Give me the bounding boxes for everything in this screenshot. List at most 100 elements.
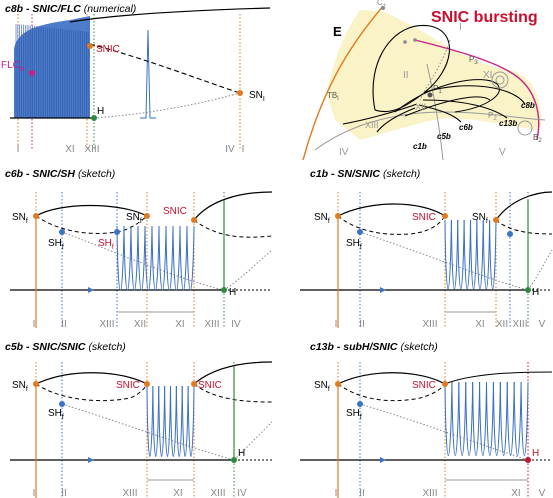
black-loop-1 — [372, 24, 451, 113]
direction-arrow — [380, 457, 386, 463]
snic-marker — [87, 43, 93, 49]
oscillation-stroke — [164, 385, 171, 457]
curve-c1b — [342, 103, 418, 125]
middle-unstable-branch — [337, 383, 446, 402]
spike-lines — [444, 381, 529, 481]
sn-marker — [237, 90, 243, 96]
point-label: P3 — [469, 55, 478, 66]
middle-unstable-branch-2 — [495, 219, 553, 235]
lower-unstable-branch — [93, 92, 241, 119]
region-label: I — [17, 144, 20, 155]
lower-dotted — [359, 403, 529, 461]
oscillation-stroke — [165, 225, 174, 291]
region-label: II — [359, 319, 365, 330]
oscillation-stroke — [158, 385, 166, 457]
region-label: XIII — [422, 488, 437, 498]
region-label: XIII — [512, 319, 527, 330]
sh-marker — [59, 229, 65, 235]
oscillation-stroke — [458, 381, 467, 456]
spike-lines — [15, 24, 89, 118]
orange-boundary — [302, 5, 384, 160]
oscillation-stroke — [151, 225, 160, 291]
oscillation-stroke — [506, 381, 515, 456]
snf-label: SNf — [12, 380, 28, 393]
panel-c8b-title-text: c8b - SNIC/FLC — [5, 3, 81, 15]
spike-lines — [146, 385, 195, 481]
region-label: XII — [134, 319, 146, 330]
lower-dotted — [61, 231, 225, 291]
oscillation-stroke — [444, 381, 453, 456]
point-label: P1 — [433, 84, 442, 95]
oscillation-stroke — [450, 219, 459, 290]
spike-region-fill — [14, 16, 90, 118]
region-labels: I II XIII XI XIII IV — [33, 488, 247, 498]
oscillation-stroke — [465, 381, 474, 456]
black-loop-3 — [404, 96, 491, 117]
curve-label-c5b: c5b — [437, 132, 451, 141]
sn-marker — [335, 213, 341, 219]
region-label: XI — [511, 488, 520, 498]
magenta-boundary — [414, 39, 540, 141]
region-label: IV — [339, 147, 349, 158]
direction-arrow — [88, 287, 94, 293]
region-label: XIII — [204, 319, 219, 330]
lower-dotted — [359, 231, 529, 291]
oscillation-stroke — [492, 381, 501, 456]
hopf-label: H — [229, 287, 236, 298]
sn-marker — [33, 381, 39, 387]
panel-c6b-diagram: SNf SHf SNf SHf SNIC H I II XIII XII XI … — [10, 191, 273, 330]
shf-label-2: SHf — [98, 238, 114, 251]
region-label: XI — [173, 488, 182, 498]
region-label: II — [61, 319, 67, 330]
panel-c13b-subtitle: (sketch) — [400, 341, 438, 353]
lower-dotted-2 — [233, 421, 273, 461]
oscillation-stroke — [486, 381, 494, 456]
oscillation-stroke — [146, 385, 154, 457]
oscillation-stroke — [175, 385, 183, 457]
region-label: II — [403, 70, 409, 81]
region-label: IV — [237, 488, 247, 498]
hopf-marker — [525, 457, 531, 463]
curve-c6b — [418, 104, 462, 123]
snic-marker — [442, 213, 448, 219]
snic-label: SNIC — [116, 380, 140, 391]
region-label: XI — [175, 319, 184, 330]
gray-boundary-2 — [426, 63, 444, 160]
region-label: XII — [496, 319, 508, 330]
oscillation-stroke — [179, 225, 188, 291]
region-label: XIII — [422, 319, 437, 330]
panel-e-heading: SNIC bursting — [431, 9, 538, 26]
point-dot — [381, 6, 385, 10]
oscillation-stroke — [187, 385, 195, 457]
region-label: V — [499, 147, 506, 158]
region-label: XI — [483, 70, 492, 81]
region-label: XIII — [99, 319, 114, 330]
upper-unstable-branch — [444, 371, 553, 385]
snic-label: SNIC — [96, 44, 120, 55]
snic-marker — [442, 381, 448, 387]
lower-dotted-2 — [527, 249, 553, 291]
panel-c6b-subtitle: (sketch) — [77, 168, 116, 180]
oscillation-stroke — [116, 225, 125, 291]
snf-label: SNf — [314, 212, 330, 225]
panel-e-letter: E — [333, 24, 342, 39]
region-label: V — [539, 319, 546, 330]
snf-label-2: SNf — [126, 212, 142, 225]
sn-marker — [144, 213, 150, 219]
sh-marker — [114, 229, 120, 235]
orbit-circle-3 — [517, 120, 533, 136]
sh-marker — [59, 401, 65, 407]
oscillation-stroke — [172, 225, 181, 291]
region-label: XIII — [84, 144, 99, 155]
region-labels: I II XIII XII XI XIII IV — [33, 319, 241, 330]
panel-c5b-title: c5b - SNIC/SNIC (sketch) — [5, 341, 126, 353]
region-label: I — [459, 22, 462, 33]
region-label: I — [335, 319, 338, 330]
panel-c1b-title: c1b - SN/SNIC (sketch) — [310, 168, 420, 180]
oscillation-stroke — [499, 381, 508, 456]
oscillation-stroke — [482, 219, 491, 290]
panel-c13b-title: c13b - subH/SNIC (sketch) — [310, 341, 438, 353]
oscillation-stroke — [444, 219, 452, 290]
oscillation-stroke — [463, 219, 471, 290]
panel-c5b-subtitle: (sketch) — [88, 341, 126, 353]
